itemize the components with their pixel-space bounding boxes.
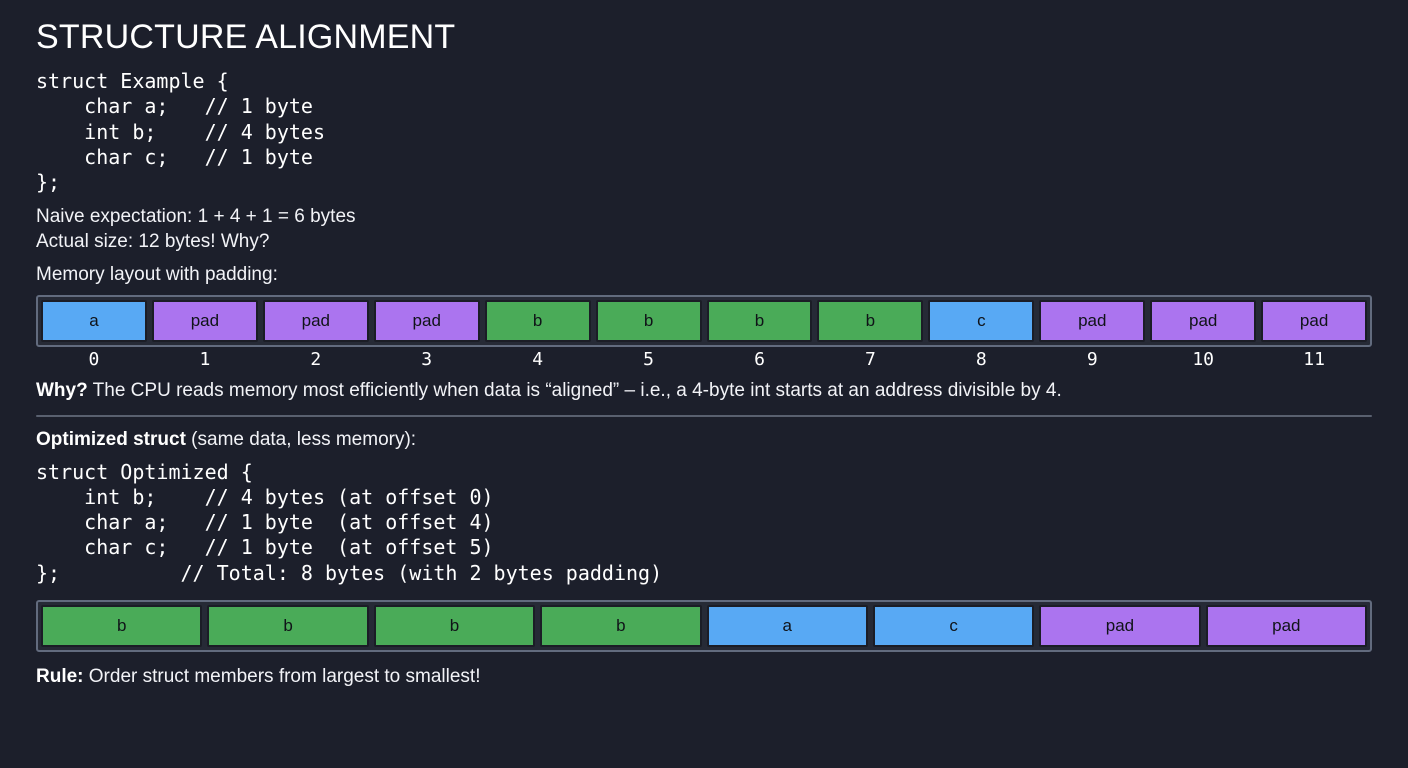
page-title: STRUCTURE ALIGNMENT	[36, 18, 456, 56]
memory-index-label: 1	[199, 348, 211, 370]
memory-byte-optimized-cell: b	[207, 605, 369, 648]
why-label: Why?	[36, 379, 88, 401]
memory-byte-optimized-cell: b	[540, 605, 702, 648]
memory-byte-optimized-cell: b	[373, 605, 536, 648]
memory-index-label: 8	[975, 348, 987, 370]
spacer	[36, 586, 1372, 600]
spacer	[36, 287, 1372, 295]
memory-byte-optimized-cell: pad	[1039, 605, 1201, 648]
memory-index-label: 0	[88, 348, 100, 370]
naive-expectation-line: Naive expectation: 1 + 4 + 1 = 6 bytes	[36, 205, 356, 227]
memory-byte-cell: pad	[1150, 299, 1257, 342]
spacer	[36, 196, 1372, 204]
memory-index-label: 11	[1303, 348, 1325, 370]
memory-byte-cell: pad	[373, 299, 480, 342]
memory-index-label: 7	[864, 348, 876, 370]
optimized-struct-caption: Optimized struct (same data, less memory…	[36, 427, 1372, 452]
spacer	[36, 254, 1372, 262]
memory-byte-cell: pad	[151, 299, 258, 342]
memory-byte-optimized-cell: pad	[1205, 605, 1367, 648]
why-text: The CPU reads memory most efficiently wh…	[87, 379, 1062, 401]
section-divider	[36, 414, 1372, 417]
rule-line: Rule: Order struct members from largest …	[36, 664, 1372, 689]
spacer	[36, 452, 1372, 460]
memory-byte-cell: a	[41, 299, 147, 342]
memory-layout-caption: Memory layout with padding:	[36, 263, 278, 285]
memory-byte-cell: b	[595, 299, 702, 342]
rule-label: Rule:	[36, 666, 84, 688]
why-explanation: Why? The CPU reads memory most efficient…	[36, 378, 1372, 403]
memory-byte-cell: b	[484, 299, 591, 342]
memory-byte-cell: b	[706, 299, 813, 342]
code-block-original: struct Example { char a; // 1 byte int b…	[36, 69, 325, 195]
memory-index-label: 9	[1086, 348, 1098, 370]
optimized-label: Optimized struct	[36, 428, 186, 450]
memory-index-label: 2	[310, 348, 322, 370]
memory-index-label: 6	[754, 348, 765, 370]
memory-byte-optimized-cell: a	[706, 605, 868, 648]
memory-index-label: 10	[1192, 348, 1215, 370]
actual-size-line: Actual size: 12 bytes! Why?	[36, 230, 270, 252]
memory-byte-cell: pad	[1261, 299, 1368, 342]
memory-byte-cell: b	[817, 299, 924, 342]
memory-index-label: 3	[421, 348, 433, 370]
memory-byte-cell: pad	[262, 299, 369, 342]
memory-byte-optimized-cell: c	[872, 605, 1035, 648]
memory-byte-optimized-cell: b	[41, 605, 203, 648]
memory-index-label: 5	[643, 348, 654, 370]
memory-index-row: 0 1 2 3 4 5 6 7 8 9 10 11	[36, 349, 1372, 370]
memory-byte-cell: pad	[1039, 299, 1146, 342]
optimized-text: (same data, less memory):	[185, 428, 417, 450]
memory-byte-cell: c	[928, 299, 1035, 342]
rule-text: Order struct members from largest to sma…	[83, 666, 481, 688]
memory-index-label: 4	[532, 348, 544, 370]
code-block-optimized: struct Optimized { int b; // 4 bytes (at…	[36, 459, 663, 585]
